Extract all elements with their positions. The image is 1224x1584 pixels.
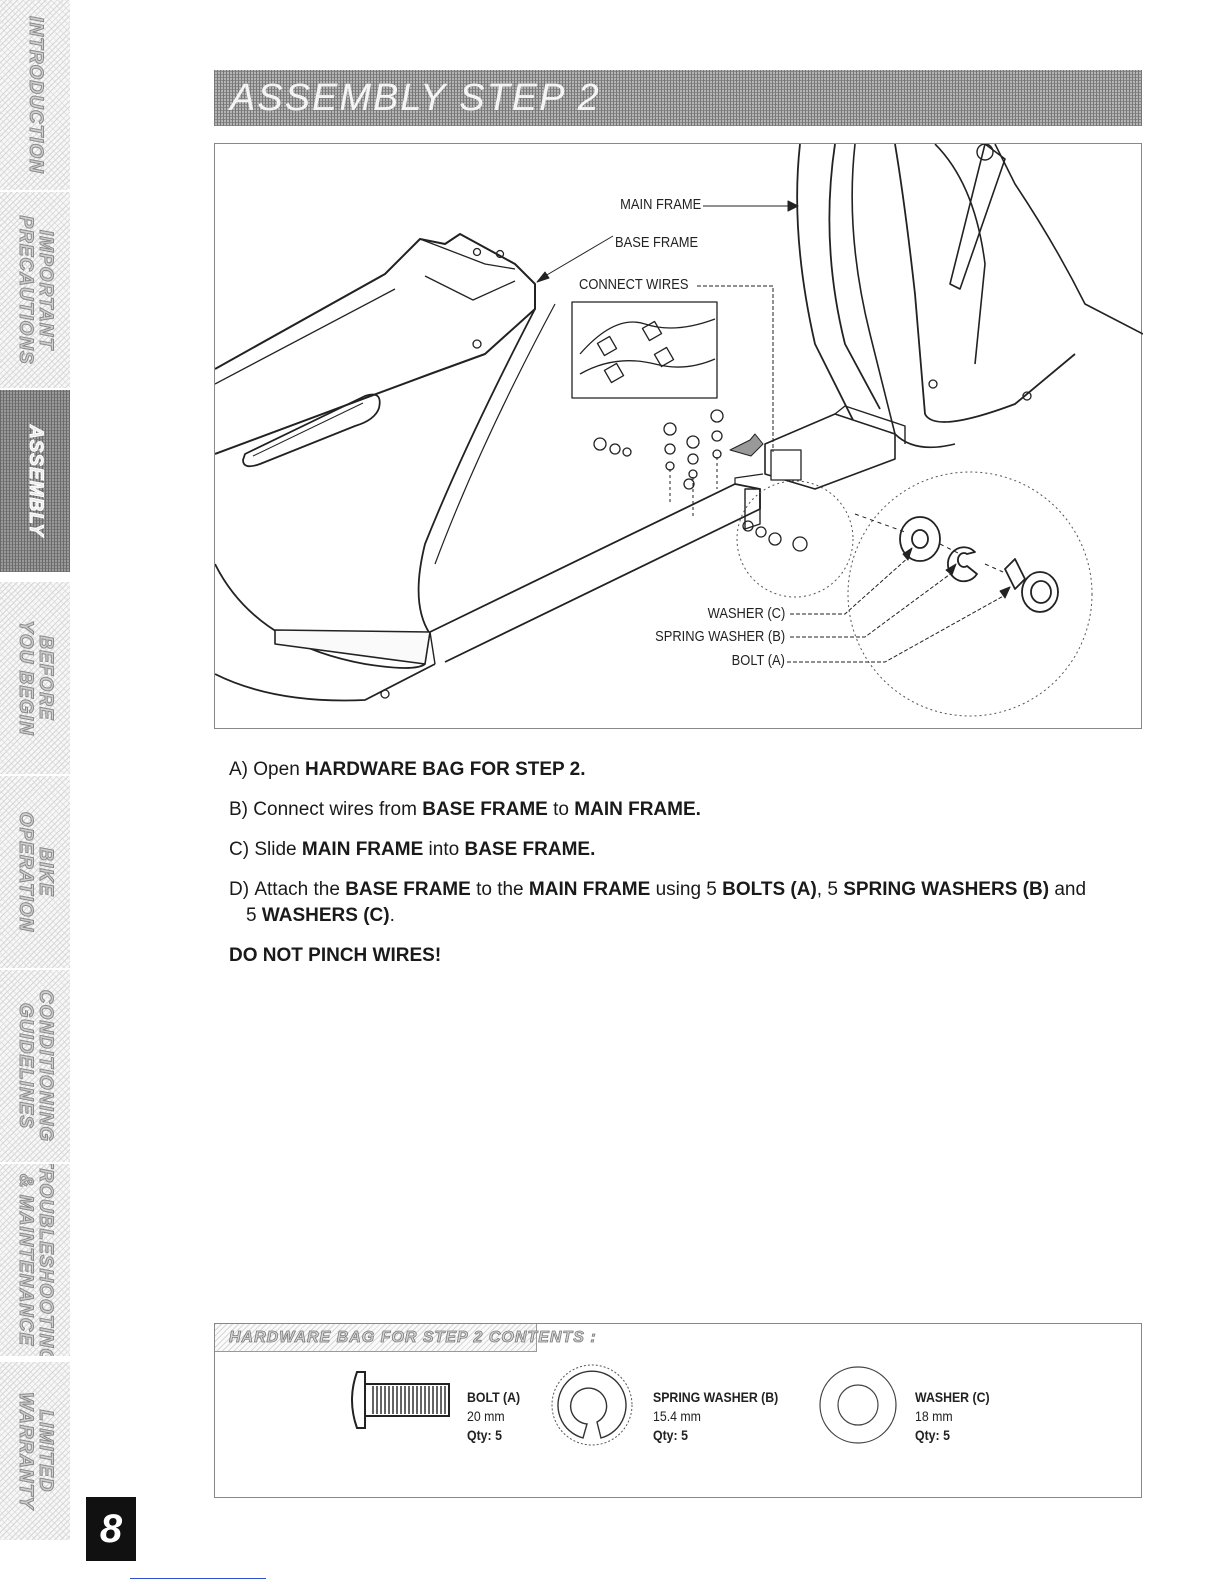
- assembly-diagram: MAIN FRAME BASE FRAME CONNECT WIRES WASH…: [214, 143, 1143, 729]
- tab-bike-operation-label: BIKE OPERATION: [15, 811, 57, 933]
- label-connect-wires: CONNECT WIRES: [579, 276, 689, 293]
- label-washer-c: WASHER (C): [707, 605, 785, 622]
- warning-text: DO NOT PINCH WIRES!: [229, 945, 442, 966]
- step-d: D) Attach the BASE FRAME to the MAIN FRA…: [229, 879, 1087, 926]
- tab-troubleshooting-maintenance-label: TROUBLESHOOTING & MAINTENANCE: [15, 1164, 57, 1356]
- step-a: A) Open HARDWARE BAG FOR STEP 2.: [229, 759, 586, 780]
- tab-important-precautions[interactable]: IMPORTANT PRECAUTIONS: [0, 192, 70, 388]
- section-tabs: INTRODUCTION IMPORTANT PRECAUTIONS ASSEM…: [0, 0, 70, 1584]
- step-banner: ASSEMBLY STEP 2: [214, 70, 1142, 126]
- footer-link-line: [130, 1578, 266, 1579]
- hardware-item-spring-washer: SPRING WASHER (B) 15.4 mm Qty: 5: [653, 1389, 779, 1443]
- instructions: A) Open HARDWARE BAG FOR STEP 2. B) Conn…: [229, 757, 1129, 969]
- hardware-bag-title: HARDWARE BAG FOR STEP 2 CONTENTS :: [215, 1324, 596, 1352]
- step-b: B) Connect wires from BASE FRAME to MAIN…: [229, 799, 701, 820]
- tab-assembly[interactable]: ASSEMBLY: [0, 390, 70, 572]
- tab-introduction[interactable]: INTRODUCTION: [0, 0, 70, 190]
- hardware-bag-panel: HARDWARE BAG FOR STEP 2 CONTENTS : BOLT …: [214, 1323, 1142, 1498]
- assembly-illustration: [215, 144, 1143, 717]
- step-title: ASSEMBLY STEP 2: [230, 77, 601, 119]
- tab-introduction-label: INTRODUCTION: [25, 16, 47, 175]
- washer-icon: [819, 1366, 897, 1444]
- tab-conditioning-guidelines[interactable]: CONDITIONING GUIDELINES: [0, 970, 70, 1162]
- tab-before-you-begin[interactable]: BEFORE YOU BEGIN: [0, 582, 70, 774]
- hardware-item-bolt: BOLT (A) 20 mm Qty: 5: [467, 1389, 521, 1443]
- tab-important-precautions-label: IMPORTANT PRECAUTIONS: [15, 215, 57, 365]
- tab-assembly-label: ASSEMBLY: [25, 424, 47, 538]
- label-bolt-a: BOLT (A): [731, 652, 785, 669]
- tab-bike-operation[interactable]: BIKE OPERATION: [0, 776, 70, 968]
- page-number: 8: [86, 1497, 136, 1561]
- tab-troubleshooting-maintenance[interactable]: TROUBLESHOOTING & MAINTENANCE: [0, 1164, 70, 1356]
- step-c: C) Slide MAIN FRAME into BASE FRAME.: [229, 839, 596, 860]
- tab-conditioning-guidelines-label: CONDITIONING GUIDELINES: [15, 989, 57, 1143]
- hardware-item-washer: WASHER (C) 18 mm Qty: 5: [915, 1389, 990, 1443]
- spring-washer-icon: [551, 1364, 633, 1446]
- bolt-icon: [351, 1371, 450, 1429]
- tab-limited-warranty[interactable]: LIMITED WARRANTY: [0, 1362, 70, 1540]
- label-base-frame: BASE FRAME: [615, 234, 699, 251]
- tab-limited-warranty-label: LIMITED WARRANTY: [15, 1392, 57, 1511]
- label-spring-washer-b: SPRING WASHER (B): [655, 628, 785, 645]
- tab-before-you-begin-label: BEFORE YOU BEGIN: [15, 620, 57, 737]
- label-main-frame: MAIN FRAME: [620, 196, 701, 213]
